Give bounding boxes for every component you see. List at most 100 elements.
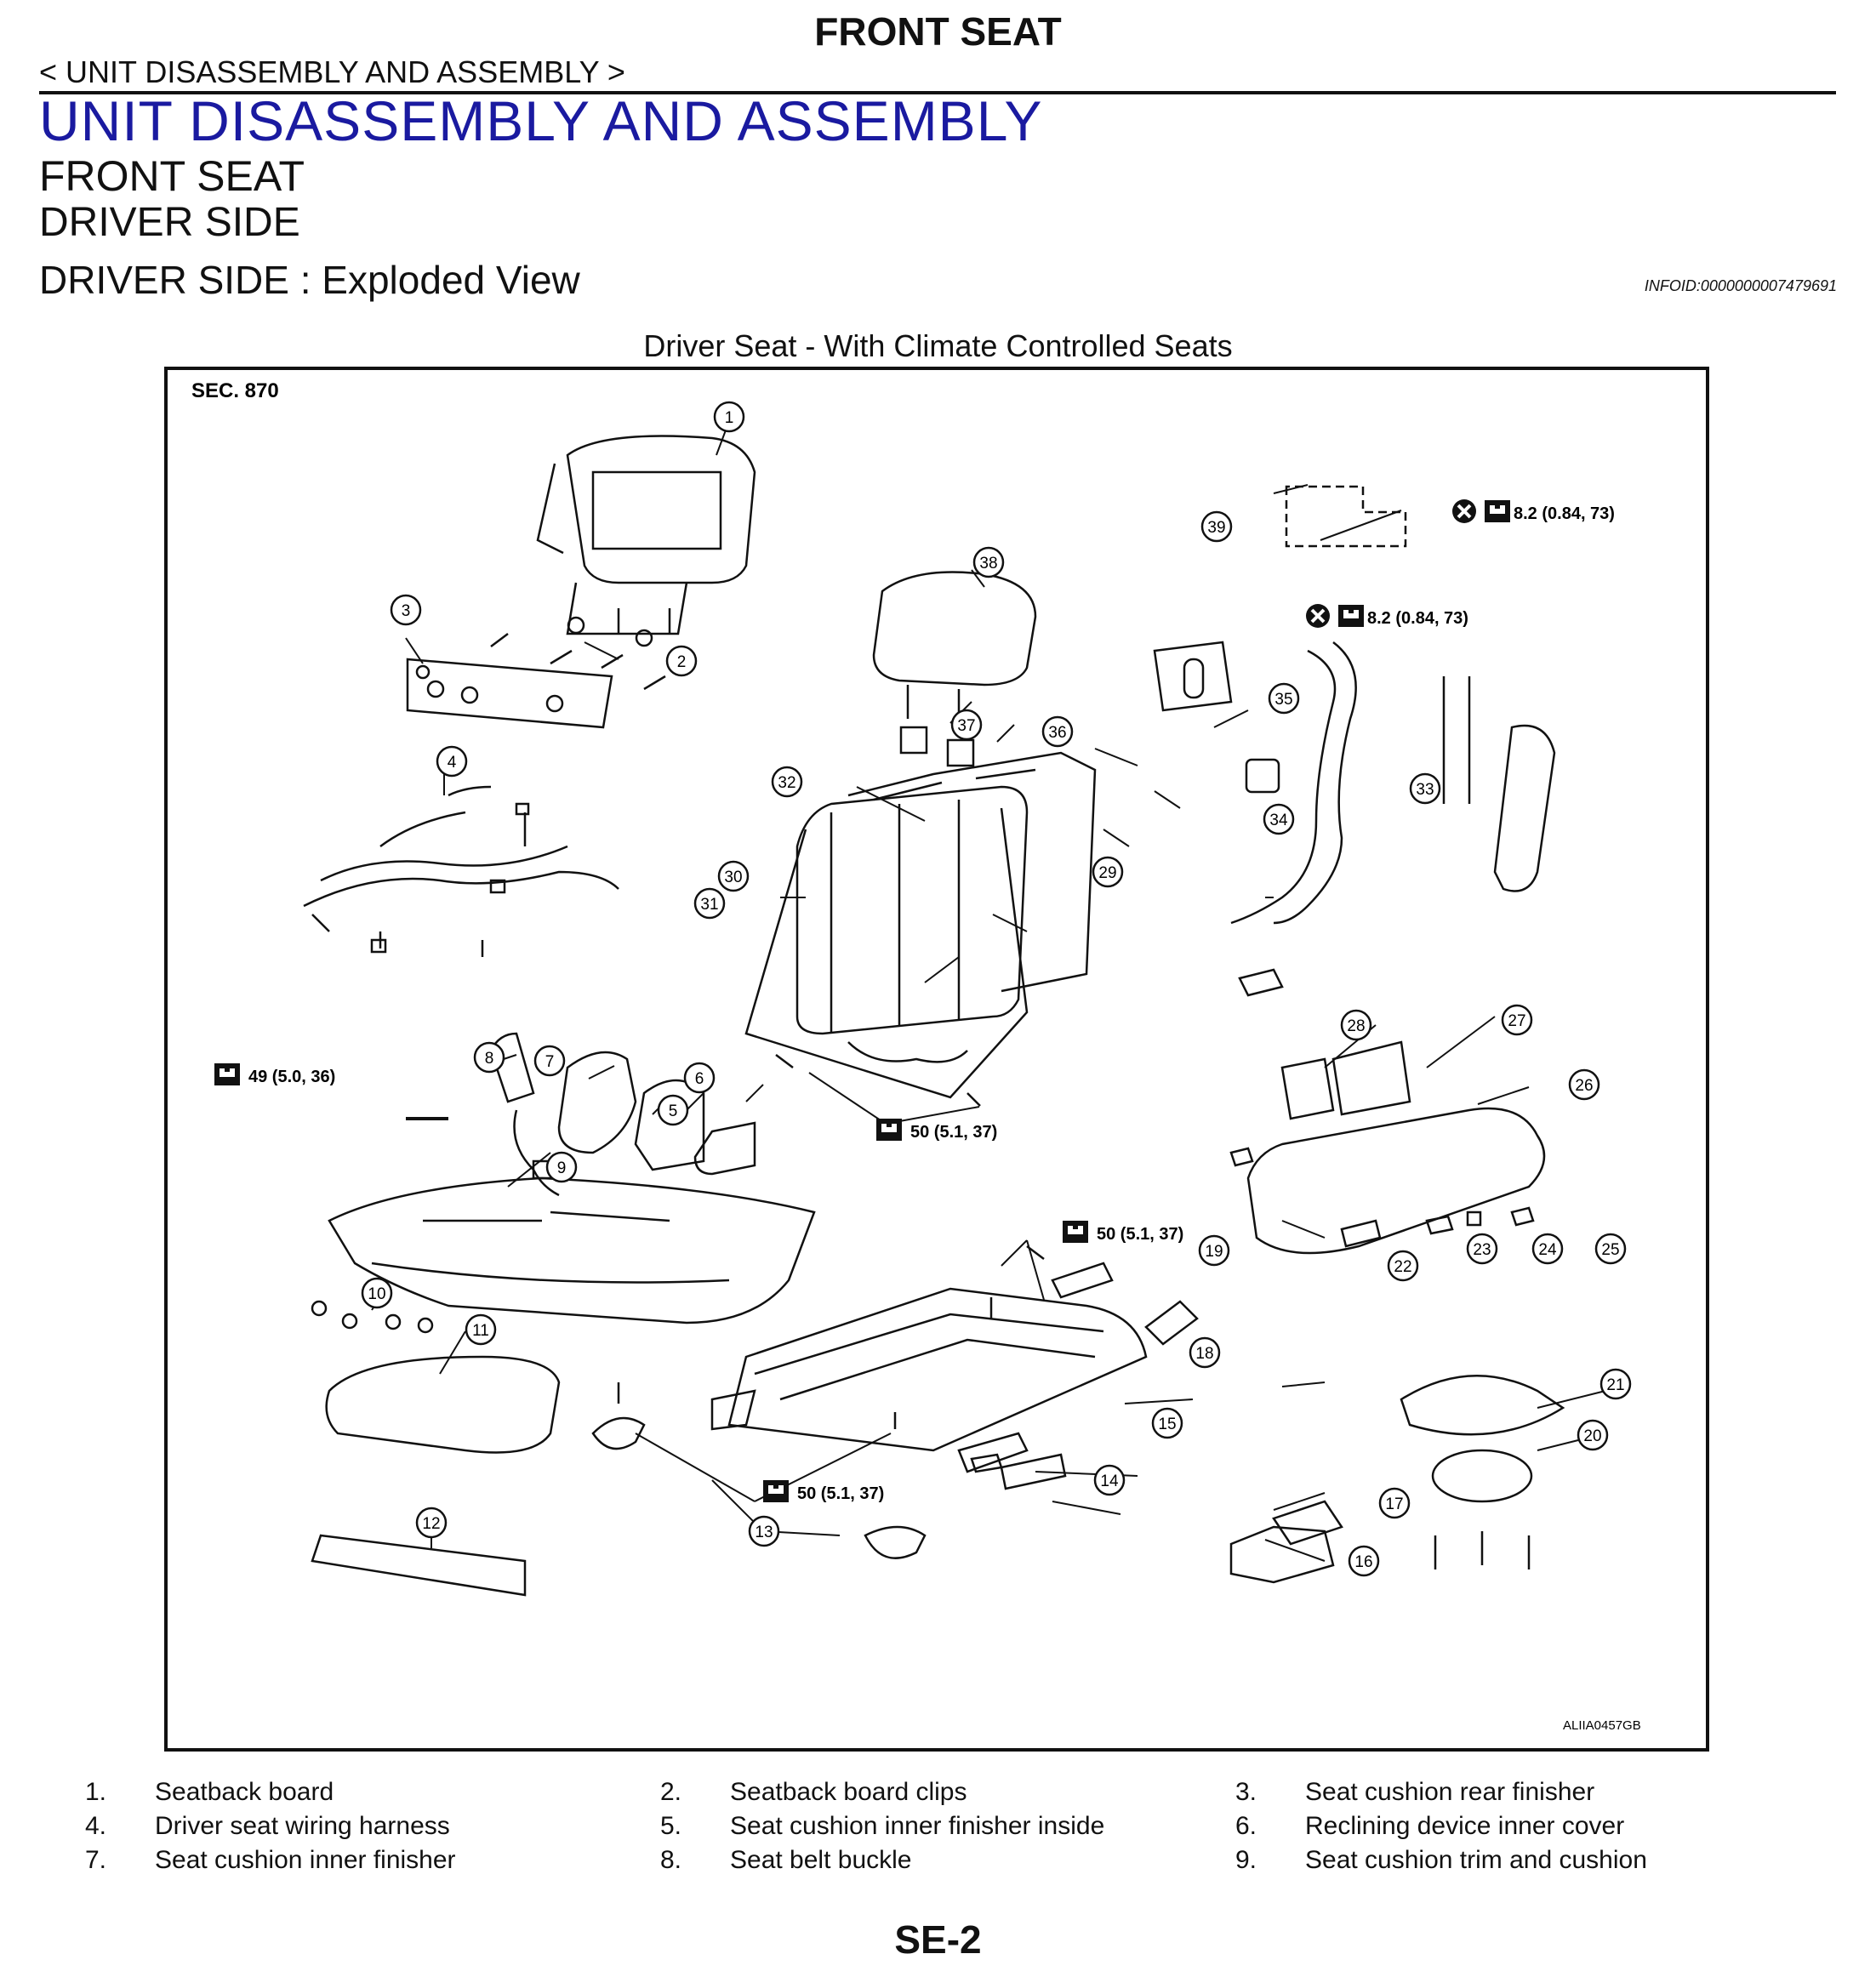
breadcrumb: < UNIT DISASSEMBLY AND ASSEMBLY > xyxy=(39,54,625,89)
callout-number: 11 xyxy=(472,1322,489,1340)
legend-text: Seat cushion trim and cushion xyxy=(1305,1846,1647,1874)
callout-number: 18 xyxy=(1195,1345,1213,1363)
callout-number: 8 xyxy=(485,1050,494,1068)
discard-icon xyxy=(1304,602,1331,629)
callout-circle xyxy=(1348,1545,1380,1577)
callout-circle xyxy=(693,887,726,920)
legend-number: 6. xyxy=(1235,1812,1257,1840)
legend-text: Reclining device inner cover xyxy=(1305,1812,1625,1840)
callout-circle xyxy=(1198,1234,1230,1267)
legend-text: Seatback board clips xyxy=(730,1778,967,1806)
topic-title: DRIVER SIDE : Exploded View xyxy=(39,258,580,302)
callout-circle xyxy=(717,860,750,892)
torque-wrench-icon xyxy=(763,1480,789,1502)
torque-wrench-icon xyxy=(876,1119,902,1141)
callout-number: 13 xyxy=(755,1524,773,1541)
callout-circle xyxy=(1263,803,1295,835)
legend-number: 8. xyxy=(660,1846,682,1874)
callout-circle xyxy=(473,1041,505,1074)
callout-number: 14 xyxy=(1100,1473,1119,1490)
section-title: UNIT DISASSEMBLY AND ASSEMBLY xyxy=(39,89,1043,152)
callout-circle xyxy=(436,745,468,778)
info-id: INFOID:0000000007479691 xyxy=(1644,277,1837,294)
callout-number: 17 xyxy=(1385,1495,1403,1513)
legend-text: Seat cushion inner finisher xyxy=(155,1846,456,1874)
callout-number: 25 xyxy=(1601,1241,1619,1259)
callout-circle xyxy=(657,1094,689,1126)
torque-label: 8.2 (0.84, 73) xyxy=(1514,504,1615,523)
callout-number: 36 xyxy=(1048,724,1066,742)
callout-number: 31 xyxy=(700,896,718,914)
callout-circle xyxy=(465,1313,497,1346)
callout-circle xyxy=(683,1062,716,1094)
callout-number: 2 xyxy=(677,653,687,671)
callout-number: 38 xyxy=(979,555,997,573)
legend-text: Seat cushion inner finisher inside xyxy=(730,1812,1105,1840)
torque-label: 50 (5.1, 37) xyxy=(910,1123,997,1142)
callout-circle xyxy=(545,1151,578,1183)
torque-label: 50 (5.1, 37) xyxy=(1097,1225,1183,1244)
callout-circle xyxy=(1041,715,1074,748)
callout-circle xyxy=(1378,1487,1411,1519)
callout-number: 15 xyxy=(1158,1416,1176,1433)
callout-number: 27 xyxy=(1508,1012,1525,1030)
callout-circle xyxy=(1092,856,1124,888)
callout-number: 24 xyxy=(1538,1241,1557,1259)
legend-number: 5. xyxy=(660,1812,682,1840)
exploded-view-drawing: SEC. 870 ALIIA0457GB xyxy=(191,379,1641,1733)
running-header: FRONT SEAT xyxy=(814,9,1062,54)
callout-circle xyxy=(415,1507,448,1539)
callout-number: 22 xyxy=(1394,1258,1411,1276)
callout-number: 28 xyxy=(1347,1017,1365,1035)
callout-circle xyxy=(361,1277,393,1309)
callout-number: 5 xyxy=(669,1102,678,1120)
section-ref: SEC. 870 xyxy=(191,379,279,402)
callout-number: 35 xyxy=(1274,691,1292,709)
callout-circle xyxy=(972,546,1005,578)
callout-number: 3 xyxy=(402,602,411,620)
callout-circle xyxy=(748,1515,780,1547)
legend-text: Seatback board xyxy=(155,1778,334,1806)
callout-number: 16 xyxy=(1354,1553,1372,1571)
callout-number: 21 xyxy=(1606,1376,1624,1394)
legend-text: Driver seat wiring harness xyxy=(155,1812,450,1840)
callout-circle xyxy=(1387,1250,1419,1282)
legend-row: 7.Seat cushion inner finisher 8.Seat bel… xyxy=(85,1846,1787,1880)
parts-drawing xyxy=(303,435,1565,1597)
callout-number: 32 xyxy=(778,774,795,792)
discard-icon xyxy=(1451,498,1478,525)
legend-text: Seat cushion rear finisher xyxy=(1305,1778,1595,1806)
legend-row: 4.Driver seat wiring harness 5.Seat cush… xyxy=(85,1812,1787,1846)
callout-circle xyxy=(390,594,422,626)
callout-circle xyxy=(1268,682,1300,715)
callout-number: 39 xyxy=(1207,519,1225,537)
callout-circle xyxy=(1501,1004,1533,1036)
legend-number: 7. xyxy=(85,1846,107,1874)
callout-circle xyxy=(1151,1407,1183,1439)
callout-circle xyxy=(713,401,745,433)
callout-circle xyxy=(771,766,803,798)
torque-specs: 8.2 (0.84, 73) 8.2 (0.84, 73) 49 (5.0, 3… xyxy=(214,498,1615,1503)
callout-circle xyxy=(1568,1068,1600,1101)
callout-number: 30 xyxy=(724,869,742,886)
callout-circle xyxy=(1200,510,1233,543)
exploded-view-figure: SEC. 870 ALIIA0457GB xyxy=(164,367,1709,1752)
callout-number: 23 xyxy=(1473,1241,1491,1259)
callout-number: 33 xyxy=(1416,781,1434,799)
callout-circle xyxy=(1409,772,1441,805)
callout-number: 1 xyxy=(725,409,734,427)
figure-code: ALIIA0457GB xyxy=(1563,1718,1641,1733)
torque-wrench-icon xyxy=(1063,1221,1088,1243)
legend-number: 2. xyxy=(660,1778,682,1806)
callout-circle xyxy=(665,645,698,677)
callout-number: 10 xyxy=(368,1285,385,1303)
callout-circle xyxy=(1577,1419,1609,1451)
callout-circle xyxy=(1189,1336,1221,1369)
subsection-subtitle: DRIVER SIDE xyxy=(39,200,300,245)
legend-number: 3. xyxy=(1235,1778,1257,1806)
callout-circle xyxy=(1093,1464,1126,1496)
callout-circle xyxy=(1340,1009,1372,1041)
figure-caption: Driver Seat - With Climate Controlled Se… xyxy=(643,328,1233,363)
callout-number: 26 xyxy=(1575,1077,1593,1095)
callout-number: 19 xyxy=(1205,1243,1223,1261)
